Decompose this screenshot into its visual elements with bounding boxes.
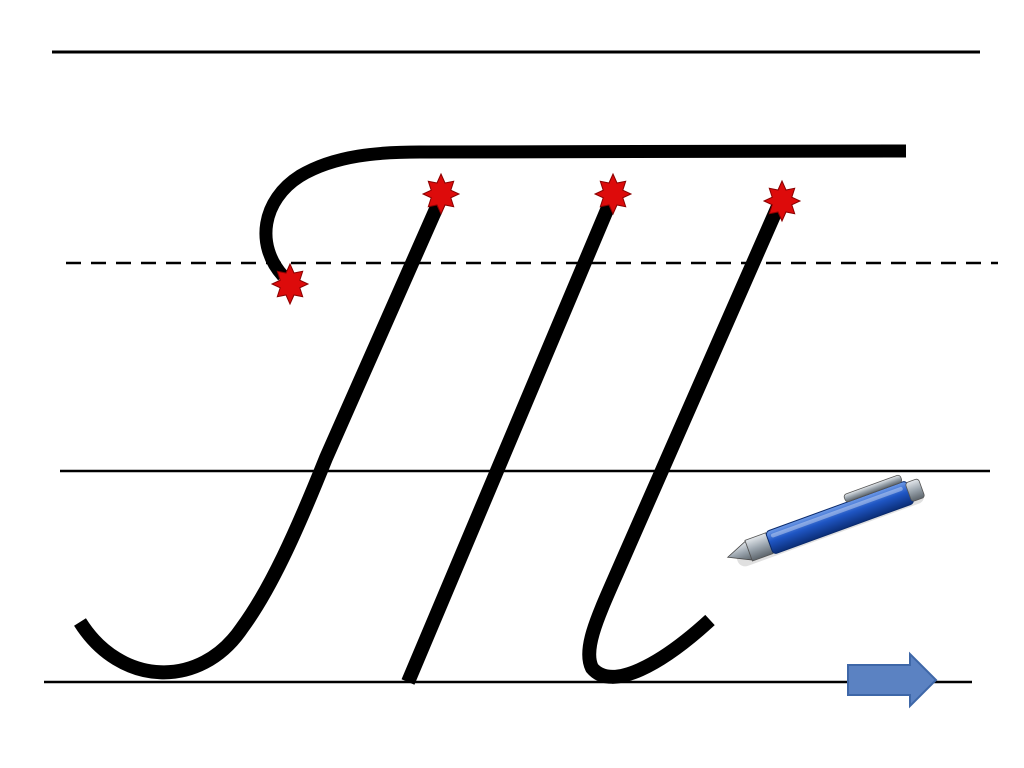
pencil-cap [905, 478, 925, 502]
start-point-star-icon[interactable] [593, 172, 633, 216]
left-descending-stroke [74, 197, 447, 680]
pencil-icon[interactable] [721, 469, 926, 571]
start-point-star-icon[interactable] [421, 172, 461, 216]
pencil-clip [843, 474, 903, 503]
start-point-star-icon[interactable] [762, 179, 802, 223]
writing-guide-lines [44, 50, 998, 684]
cursive-letter [74, 144, 907, 685]
stroke-start-markers [270, 172, 802, 306]
start-point-star-icon[interactable] [270, 262, 310, 306]
middle-straight-stroke [401, 195, 619, 685]
right-arrow-icon[interactable] [847, 651, 938, 709]
top-crossbar-stroke [259, 144, 907, 281]
right-descending-stroke [582, 201, 786, 684]
